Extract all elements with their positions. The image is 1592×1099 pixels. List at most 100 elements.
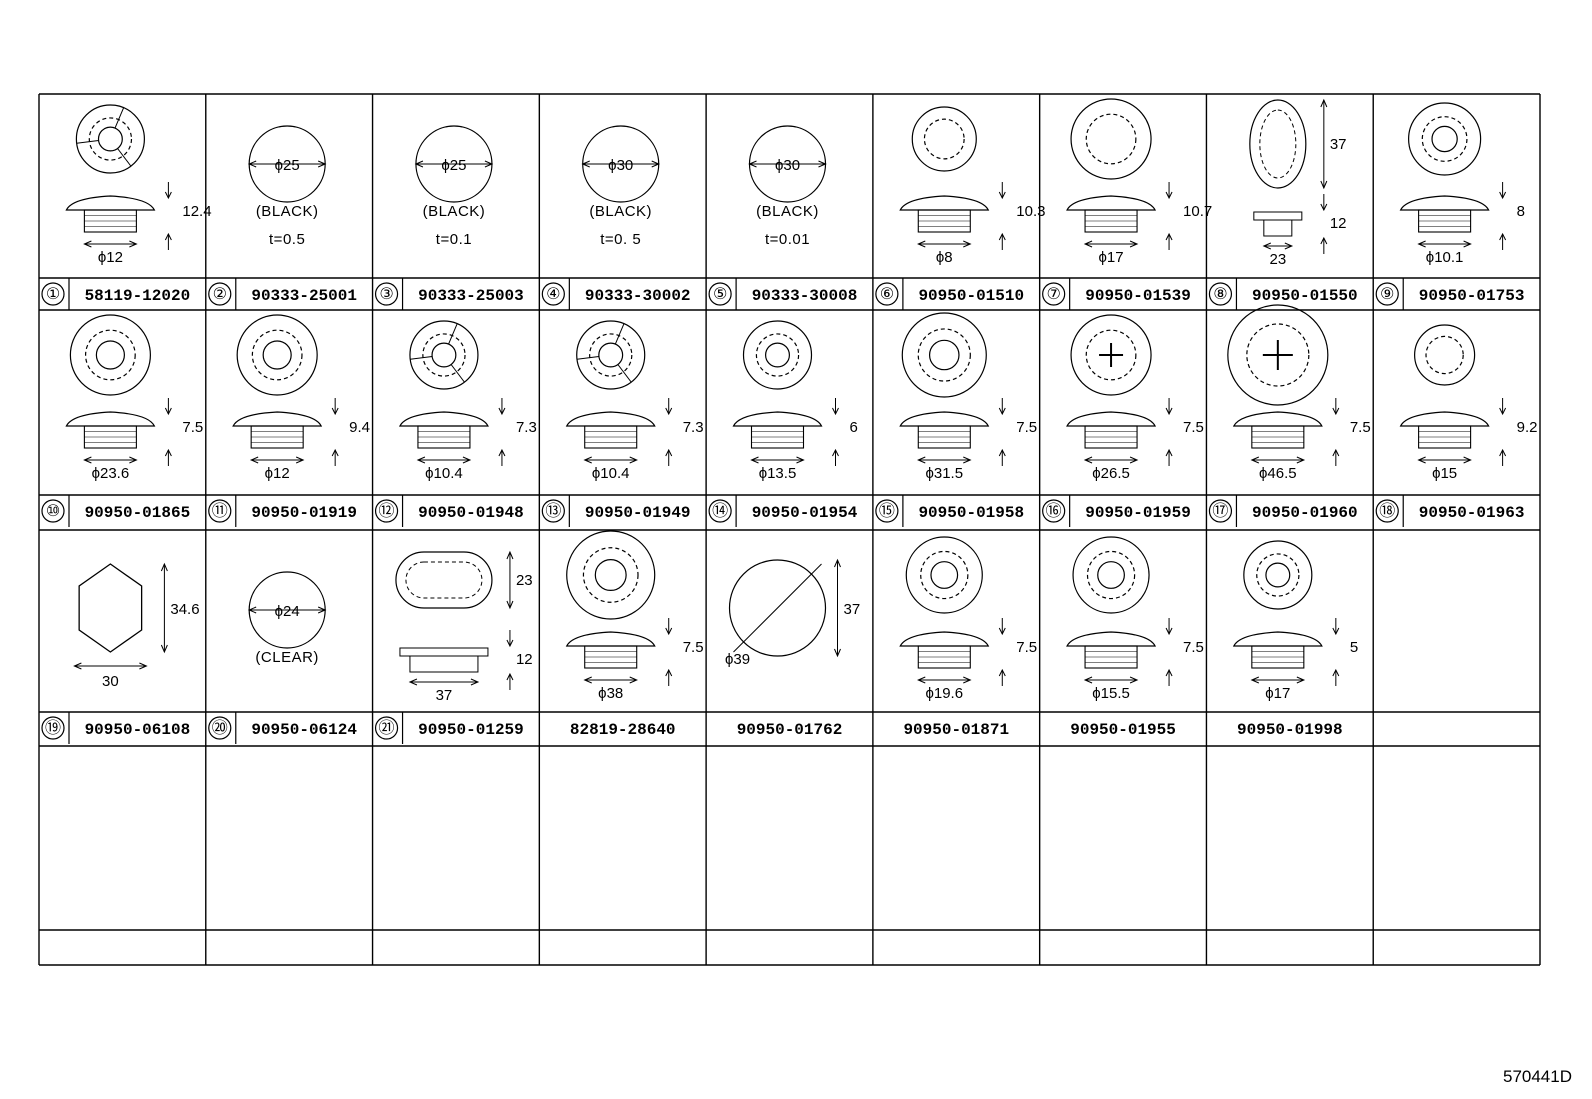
arrow [1463,456,1472,464]
arrow [583,456,592,464]
arrow [1417,240,1426,248]
arrow [998,232,1006,241]
arrow [83,456,92,464]
outline [251,329,303,381]
outline [1072,536,1150,614]
arrow [1332,407,1340,416]
outline [69,314,151,396]
arrow [834,558,841,568]
diameter-dimension: ϕ10.4 [425,465,463,482]
outline [422,333,466,377]
outline [431,342,457,368]
arrow [1165,627,1173,636]
part-number: 90333-25003 [418,287,524,305]
outline [901,312,987,398]
arrow [998,407,1006,416]
diameter-dimension: ϕ30 [775,157,800,174]
diameter-dimension: ϕ46.5 [1259,465,1297,482]
cap-profile [65,411,156,427]
material-note: t=0.1 [436,231,472,248]
arrow [317,160,327,168]
part-number: 90950-01949 [585,504,691,522]
item-number: ㉑ [379,719,395,737]
outline [742,320,813,390]
part-number: 90333-25001 [251,287,357,305]
arrow [1332,627,1340,636]
arrow [629,676,638,684]
part-number: 90950-01919 [251,504,357,522]
arrow [506,550,514,560]
width-dimension: 23 [1269,251,1286,268]
arrow [1499,448,1507,457]
arrow [164,232,172,241]
arrow [998,191,1006,200]
body-profile [409,655,479,673]
line [576,355,599,360]
item-number-circle [374,499,399,523]
arrow [470,678,480,686]
diameter-dimension: ϕ13.5 [759,465,797,482]
part-number: 90950-01960 [1252,504,1358,522]
outline [764,342,790,368]
arrow [484,160,494,168]
cap-profile [1066,195,1157,211]
line [614,323,625,345]
arrow [665,407,673,416]
outline [75,104,145,174]
part-number: 90950-01259 [418,721,524,739]
item-number-circle [1208,499,1233,523]
material-note: (BLACK) [256,203,319,220]
material-note: (BLACK) [423,203,486,220]
height-dimension: 12 [1330,215,1347,232]
diameter-dimension: ϕ25 [275,157,300,174]
arrow [160,562,168,572]
height-dimension: 23 [516,572,533,589]
arrow [1165,448,1173,457]
arrow [164,407,172,416]
arrow [963,240,972,248]
material-note: t=0.5 [269,231,305,248]
item-number-circle [708,499,732,523]
diameter-dimension: ϕ25 [441,157,466,174]
cap-profile [65,195,156,211]
item-number: ⑩ [46,503,60,520]
arrow [581,160,590,168]
height-dimension: 7.3 [683,419,704,436]
diameter-dimension: ϕ23.6 [92,465,130,482]
arrow [1332,668,1340,677]
body-profile [1263,219,1293,237]
height-dimension: 34.6 [170,601,199,618]
item-number-circle [1042,282,1066,306]
arrow [1284,242,1294,250]
arrow [139,662,148,670]
item-number-circle [875,282,899,306]
oval-outline [395,551,493,609]
part-number: 90950-01959 [1085,504,1191,522]
cap-profile [565,411,656,427]
item-number: ⑪ [212,502,228,520]
part-number: 90950-01998 [1237,721,1343,739]
item-number-circle [41,716,65,740]
outline [1243,540,1313,610]
outline [1256,553,1300,597]
cap-profile [1066,631,1157,647]
outline [97,126,123,152]
oval-inner [1259,109,1297,179]
arrow [1463,240,1472,248]
arrow [164,448,172,457]
arrow [1083,240,1093,248]
diameter-dimension: ϕ38 [598,685,623,702]
